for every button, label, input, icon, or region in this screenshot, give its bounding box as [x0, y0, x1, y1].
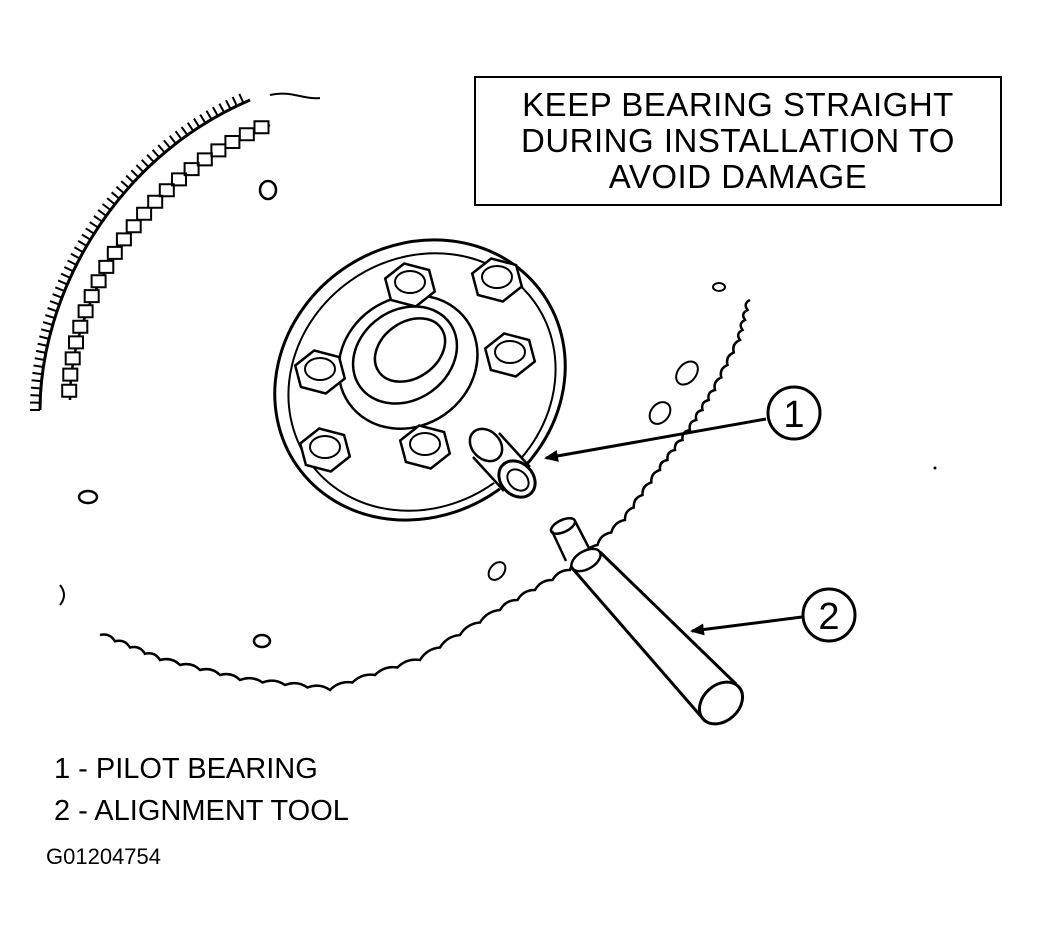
figure-id: G01204754: [46, 844, 161, 869]
marker-1: 1: [766, 385, 822, 441]
hub-bolt: [483, 332, 537, 378]
plate-hole: [675, 360, 699, 386]
crankshaft-hub: [273, 238, 567, 522]
callout-line: KEEP BEARING STRAIGHT: [522, 86, 954, 123]
ring-gear-blocks: [61, 120, 270, 398]
plate-hole: [77, 489, 99, 505]
plate-hole: [252, 633, 272, 649]
legend-item: 1 - PILOT BEARING: [54, 753, 318, 785]
hub-bolt: [293, 349, 347, 395]
marker-2: 2: [801, 587, 857, 643]
callout-line: DURING INSTALLATION TO: [521, 122, 955, 159]
callout-box: KEEP BEARING STRAIGHT DURING INSTALLATIO…: [474, 76, 1002, 206]
plate-hole: [487, 561, 507, 581]
hub-bolt: [398, 424, 452, 470]
plate-hole: [712, 282, 726, 292]
legend: 1 - PILOT BEARING 2 - ALIGNMENT TOOL: [54, 748, 349, 832]
callout-line: AVOID DAMAGE: [608, 158, 868, 195]
leader-arrow-1: [544, 417, 767, 462]
flex-plate: [59, 92, 937, 692]
ring-gear-teeth: [30, 93, 245, 411]
ring-gear: [30, 93, 271, 411]
svg-text:1: 1: [783, 394, 804, 436]
plate-hole: [258, 179, 278, 201]
svg-text:2: 2: [818, 596, 839, 638]
alignment-tool: [549, 517, 745, 726]
pilot-bearing: [468, 427, 537, 499]
leader-arrow-2: [690, 615, 803, 636]
hub-bolt: [383, 262, 437, 308]
hub-bolt: [298, 427, 352, 473]
hub-bolt: [470, 257, 524, 303]
plate-hole: [648, 401, 672, 425]
legend-item: 2 - ALIGNMENT TOOL: [54, 795, 349, 827]
